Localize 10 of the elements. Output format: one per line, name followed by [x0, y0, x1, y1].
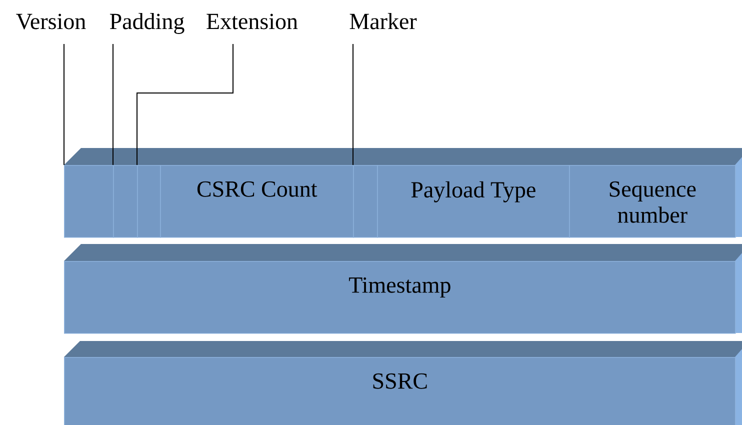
field-cell — [137, 164, 161, 238]
field-cell — [113, 164, 138, 238]
field-label: Extension — [206, 14, 298, 30]
field-label: Marker — [350, 13, 417, 30]
field-cell: SSRC — [64, 356, 736, 425]
field-label: Padding — [110, 13, 184, 34]
field-label: Version — [16, 14, 86, 30]
field-cell: Sequence number — [569, 164, 736, 238]
field-cell — [353, 164, 378, 238]
field-cell: Timestamp — [64, 260, 736, 334]
